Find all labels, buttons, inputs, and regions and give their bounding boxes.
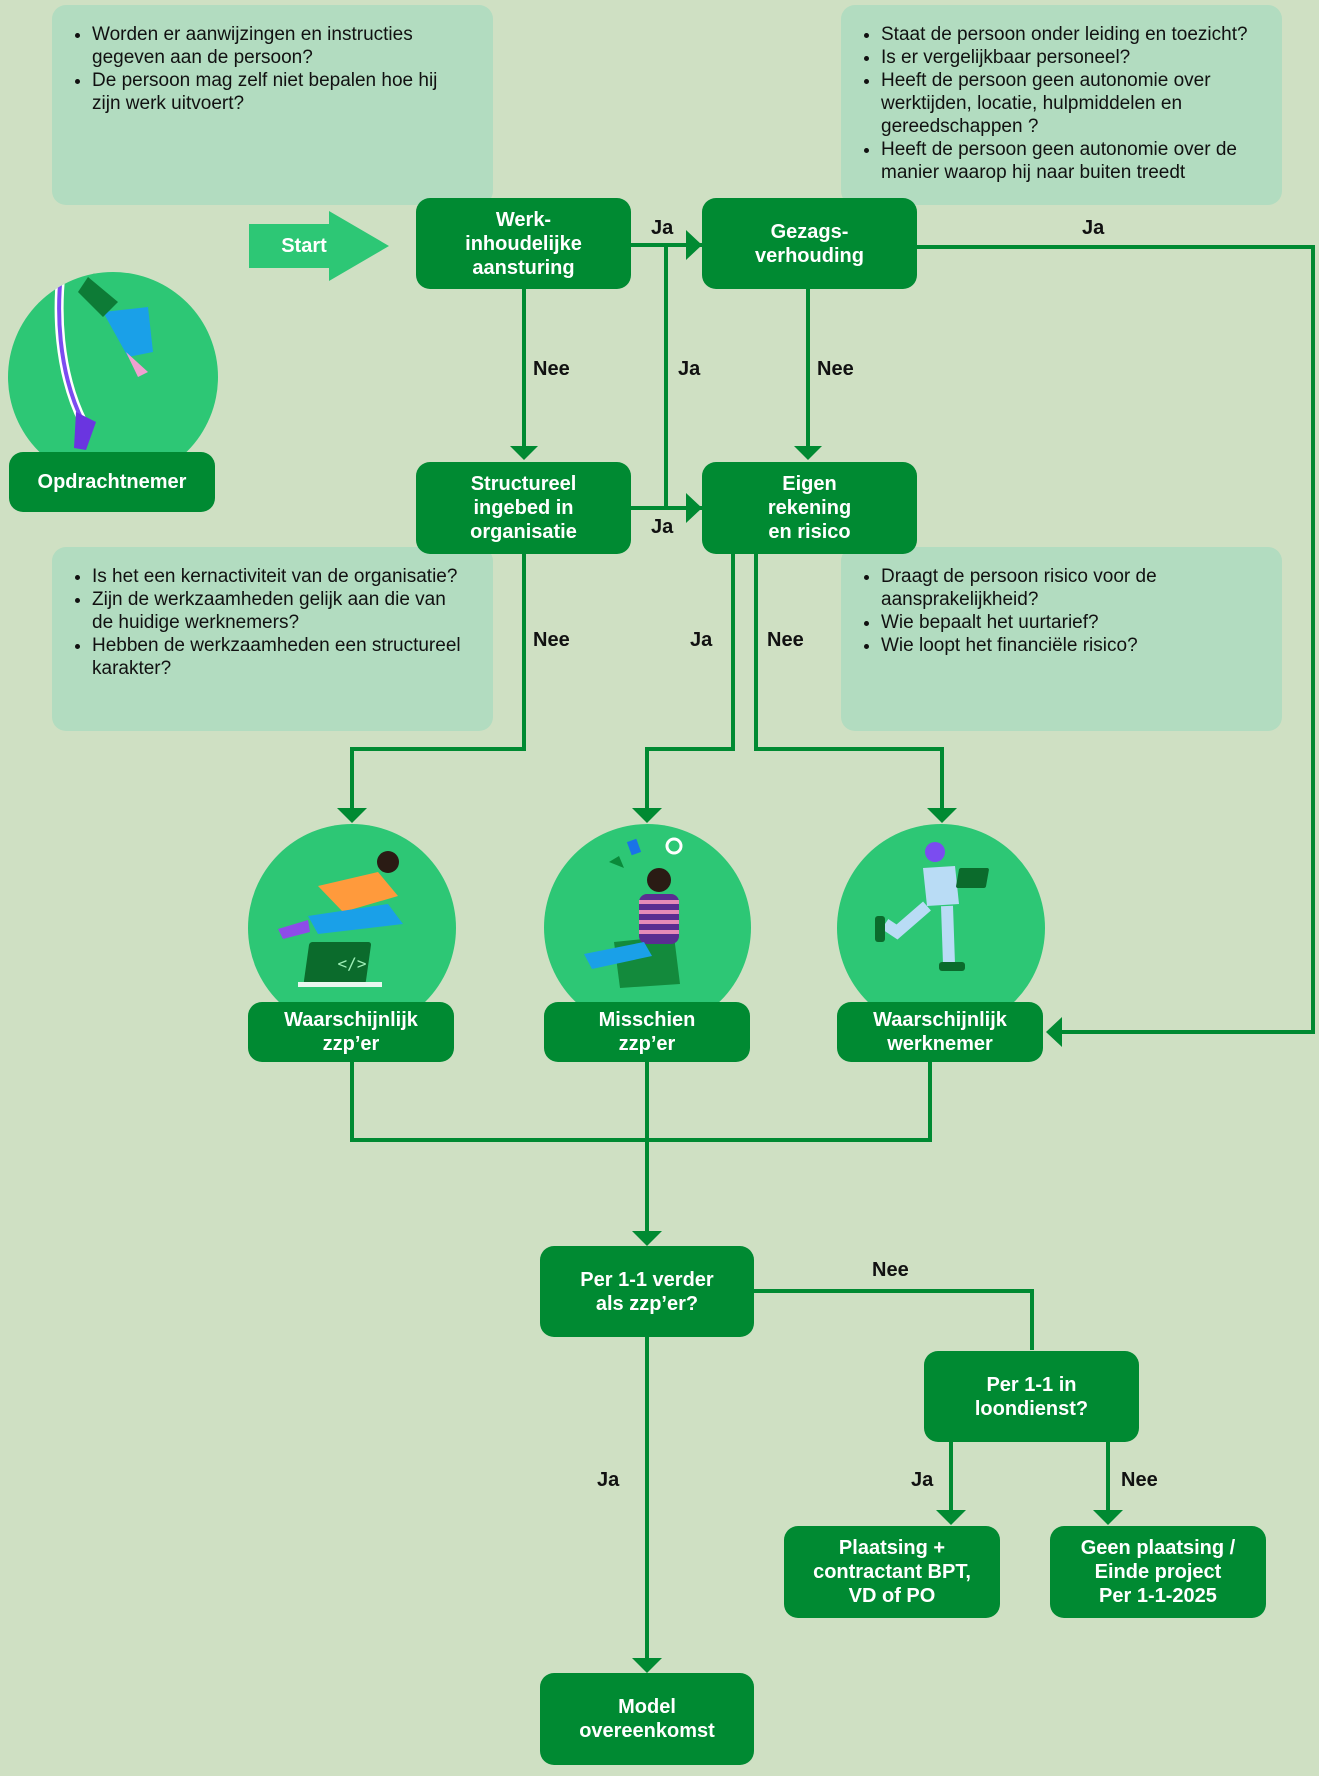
- info-item: Zijn de werkzaamheden gelijk aan die van…: [92, 588, 471, 634]
- label-nee-structureel-zzp: Nee: [533, 629, 570, 651]
- label-nee-verder-loondienst: Nee: [872, 1259, 909, 1281]
- label-ja-structureel-eigen: Ja: [651, 516, 674, 538]
- box-per-1-1-verder-zzp: Per 1-1 verder als zzp’er?: [540, 1246, 754, 1337]
- box-plaatsing-contractant: Plaatsing + contractant BPT, VD of PO: [784, 1526, 1000, 1618]
- info-item: De persoon mag zelf niet bepalen hoe hij…: [92, 69, 471, 115]
- label-ja-gezag-werknemer: Ja: [1082, 217, 1105, 239]
- arrow-eigen-misschien: [645, 554, 735, 812]
- box-structureel-ingebed: Structureel ingebed in organisatie: [416, 462, 631, 554]
- info-item: Wie loopt het financiële risico?: [881, 634, 1260, 657]
- box-werkinhoudelijke-aansturing: Werk- inhoudelijke aansturing: [416, 198, 631, 289]
- label-nee-werk-structureel: Nee: [533, 358, 570, 380]
- opdrachtnemer-illustration: [8, 272, 218, 482]
- box-waarschijnlijk-zzp: Waarschijnlijk zzp’er: [248, 1002, 454, 1062]
- svg-text:</>: </>: [338, 954, 367, 973]
- merge-lines: [350, 1062, 932, 1142]
- box-gezagsverhouding: Gezags- verhouding: [702, 198, 917, 289]
- label-ja-structureel-up: Ja: [678, 358, 701, 380]
- label-ja-verder-model: Ja: [597, 1469, 620, 1491]
- start-label: Start: [281, 234, 327, 257]
- info-item: Heeft de persoon geen autonomie over de …: [881, 138, 1260, 184]
- box-eigen-rekening-risico: Eigen rekening en risico: [702, 462, 917, 554]
- label-nee-eigen-werknemer: Nee: [767, 629, 804, 651]
- info-item: Staat de persoon onder leiding en toezic…: [881, 23, 1260, 46]
- arrow-verder-loondienst: [754, 1289, 1034, 1350]
- info-item: Draagt de persoon risico voor de aanspra…: [881, 565, 1260, 611]
- label-ja-werk-gezag: Ja: [651, 217, 674, 239]
- info-item: Wie bepaalt het uurtarief?: [881, 611, 1260, 634]
- box-waarschijnlijk-werknemer: Waarschijnlijk werknemer: [837, 1002, 1043, 1062]
- info-item: Is er vergelijkbaar personeel?: [881, 46, 1260, 69]
- label-ja-loondienst-plaatsing: Ja: [911, 1469, 934, 1491]
- label-nee-loondienst-geen: Nee: [1121, 1469, 1158, 1491]
- label-ja-eigen-misschien: Ja: [690, 629, 713, 651]
- werknemer-illustration: [837, 824, 1045, 1032]
- info-panel-eigen-risico: Draagt de persoon risico voor de aanspra…: [841, 547, 1282, 731]
- info-item: Heeft de persoon geen autonomie over wer…: [881, 69, 1260, 138]
- zzp-illustration: </>: [248, 824, 456, 1032]
- start-arrow: Start: [249, 211, 389, 281]
- box-model-overeenkomst: Model overeenkomst: [540, 1673, 754, 1765]
- misschien-illustration: [544, 824, 751, 1031]
- info-panel-gezag: Staat de persoon onder leiding en toezic…: [841, 5, 1282, 205]
- info-panel-structureel: Is het een kernactiviteit van de organis…: [52, 547, 493, 731]
- label-nee-gezag-eigen: Nee: [817, 358, 854, 380]
- info-item: Is het een kernactiviteit van de organis…: [92, 565, 471, 588]
- opdrachtnemer-label: Opdrachtnemer: [9, 452, 215, 512]
- info-item: Worden er aanwijzingen en instructies ge…: [92, 23, 471, 69]
- box-misschien-zzp: Misschien zzp’er: [544, 1002, 750, 1062]
- box-geen-plaatsing: Geen plaatsing / Einde project Per 1-1-2…: [1050, 1526, 1266, 1618]
- info-item: Hebben de werkzaamheden een structureel …: [92, 634, 471, 680]
- box-per-1-1-loondienst: Per 1-1 in loondienst?: [924, 1351, 1139, 1442]
- info-panel-werkinhoudelijk: Worden er aanwijzingen en instructies ge…: [52, 5, 493, 205]
